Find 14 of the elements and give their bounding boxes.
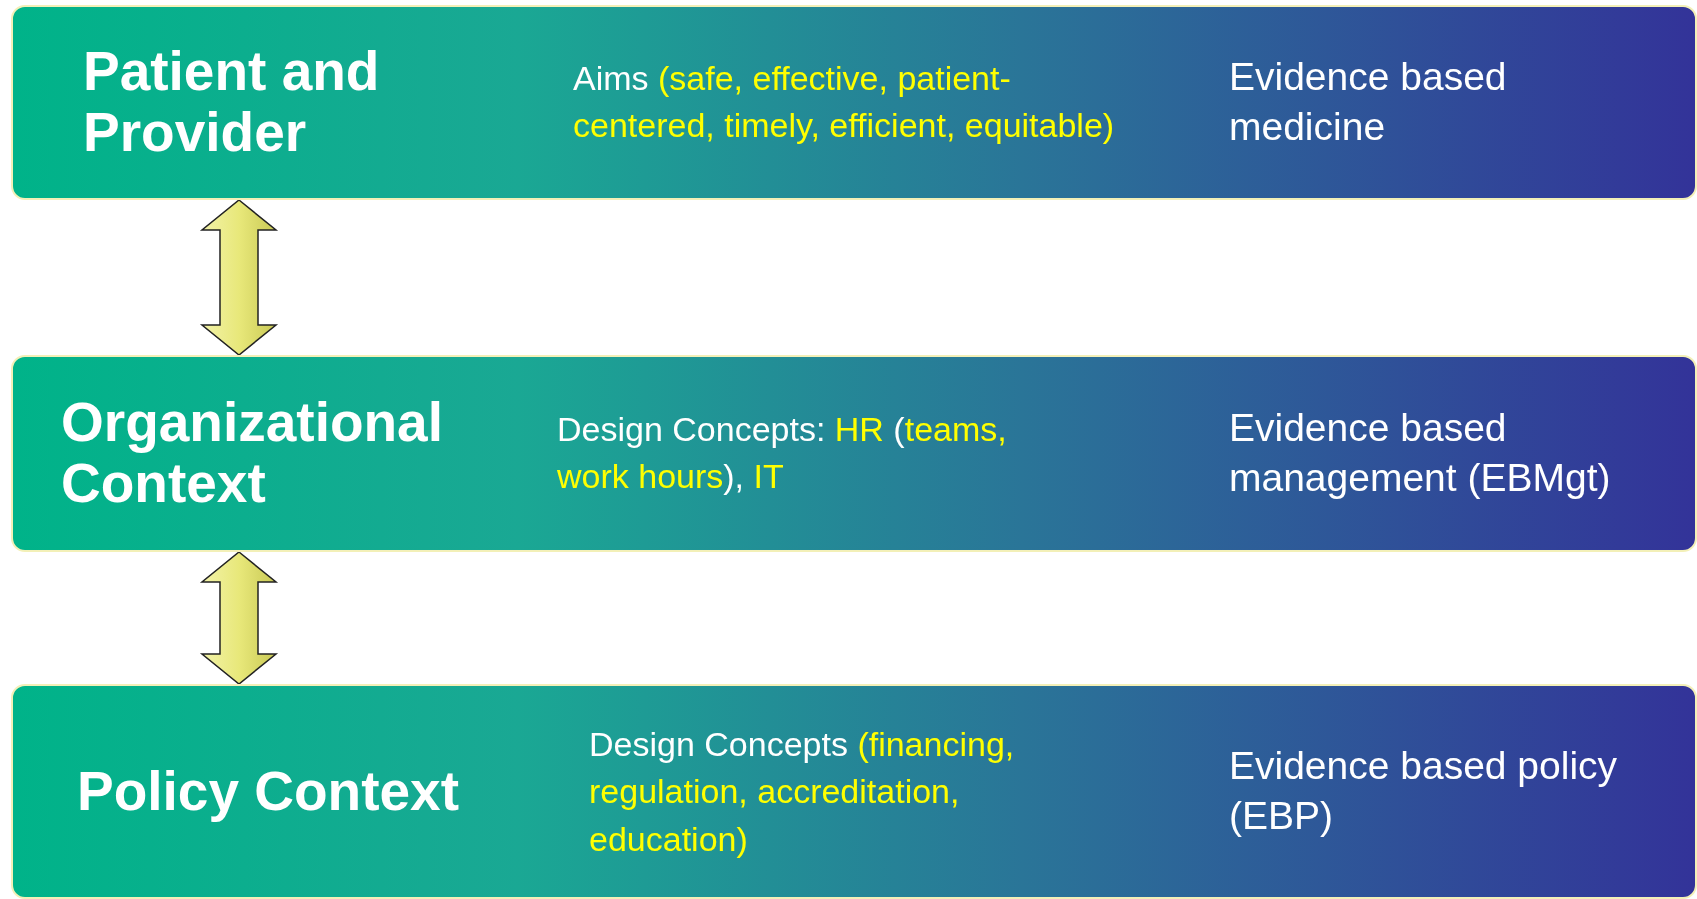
band-heading: Policy Context: [77, 760, 461, 823]
band-evidence-text: Evidence based management (EBMgt): [1229, 404, 1612, 502]
band-description: Aims (safe, effective, patient-centered, timely, efficient, equitable): [573, 57, 1116, 147]
double-block-arrow: [199, 199, 279, 356]
band-heading: Patient and Provider: [83, 40, 381, 165]
gradient-band: [11, 5, 1697, 200]
band-evidence-text: Evidence based medicine: [1229, 53, 1508, 151]
gradient-band: [11, 684, 1697, 899]
band-heading: Organizational Context: [61, 391, 444, 516]
double-block-arrow: [199, 551, 279, 685]
band-description: Design Concepts (financing, regulation, accreditation, education): [589, 723, 1016, 860]
band-description: Design Concepts: HR (teams, work hours), IT: [557, 408, 1008, 498]
gradient-band: [11, 355, 1697, 552]
band-evidence-text: Evidence based policy (EBP): [1229, 742, 1619, 840]
